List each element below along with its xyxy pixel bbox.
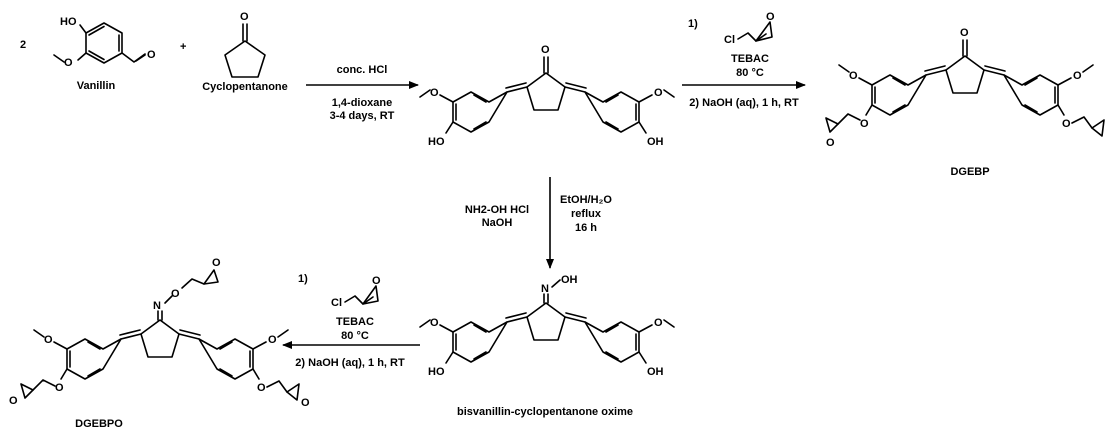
step4-epichlorohydrin: Cl O xyxy=(331,275,381,309)
svg-text:O: O xyxy=(766,11,775,23)
dgebpo-nitrogen: N xyxy=(153,300,161,312)
step1-conditions: 3-4 days, RT xyxy=(330,110,395,122)
step3-reflux: reflux xyxy=(571,208,602,220)
step3-time: 16 h xyxy=(575,222,597,234)
oxime-hydroxyl: OH xyxy=(561,274,578,286)
step4-catalyst: TEBAC xyxy=(336,316,374,328)
step1-solvent: 1,4-dioxane xyxy=(332,97,393,109)
dgebpo-label: DGEBPO xyxy=(75,418,123,430)
oxime-left-methoxy-oxygen: O xyxy=(430,317,439,329)
step2-temperature: 80 °C xyxy=(736,67,764,79)
intermediate-left-hydroxyl: HO xyxy=(428,136,445,148)
dgebp-left-methoxy-oxygen: O xyxy=(849,70,858,82)
intermediate-left-methoxy-oxygen: O xyxy=(430,87,439,99)
oxime-right-methoxy-oxygen: O xyxy=(654,317,663,329)
bisvanillin-cyclopentanone-structure: O O HO O OH xyxy=(419,44,675,148)
dgebp-left-epoxide-oxygen: O xyxy=(826,137,835,149)
oxime-right-hydroxyl: OH xyxy=(647,366,664,378)
step2-catalyst: TEBAC xyxy=(731,53,769,65)
step4-number-1: 1) xyxy=(298,273,308,285)
step4-base-conditions: 2) NaOH (aq), 1 h, RT xyxy=(295,357,405,369)
dgebp-right-ether-oxygen: O xyxy=(1062,118,1071,130)
step2-epichlorohydrin: Cl O xyxy=(724,11,775,46)
dgebp-right-methoxy-oxygen: O xyxy=(1073,70,1082,82)
vanillin-label: Vanillin xyxy=(77,80,116,92)
dgebpo-oxime-oxygen: O xyxy=(171,288,180,300)
dgebpo-right-methoxy-oxygen: O xyxy=(268,334,277,346)
dgebpo-left-epoxide-oxygen: O xyxy=(9,395,18,407)
dgebpo-right-ether-oxygen: O xyxy=(257,382,266,394)
intermediate-ketone-oxygen: O xyxy=(541,44,550,56)
vanillin-hydroxyl: HO xyxy=(60,16,77,28)
dgebp-label: DGEBP xyxy=(950,166,989,178)
vanillin-structure: HO O O xyxy=(53,16,156,69)
stoichiometric-coefficient: 2 xyxy=(20,39,26,51)
step2-number-1: 1) xyxy=(688,18,698,30)
svg-text:O: O xyxy=(372,275,381,287)
cyclopentanone-oxygen: O xyxy=(240,11,249,23)
dgebp-structure: O O O O O O xyxy=(825,27,1105,149)
cyclopentanone-label: Cyclopentanone xyxy=(202,81,288,93)
oxime-nitrogen: N xyxy=(541,283,549,295)
step4-temperature: 80 °C xyxy=(341,330,369,342)
dgebp-ketone-oxygen: O xyxy=(960,27,969,39)
dgebpo-structure: N O O O O O O O O xyxy=(9,257,310,409)
cyclopentanone-structure: O xyxy=(224,11,266,78)
step2-base-conditions: 2) NaOH (aq), 1 h, RT xyxy=(689,97,799,109)
dgebpo-top-epoxide-oxygen: O xyxy=(212,257,221,269)
oxime-left-hydroxyl: HO xyxy=(428,366,445,378)
step3-solvent: EtOH/H₂O xyxy=(560,194,612,206)
step1-reagent: conc. HCl xyxy=(337,64,388,76)
intermediate-right-hydroxyl: OH xyxy=(647,136,664,148)
dgebpo-left-methoxy-oxygen: O xyxy=(44,334,53,346)
intermediate-right-methoxy-oxygen: O xyxy=(654,87,663,99)
dgebp-left-ether-oxygen: O xyxy=(860,118,869,130)
vanillin-aldehyde-oxygen: O xyxy=(147,49,156,61)
vanillin-methoxy-oxygen: O xyxy=(64,57,73,69)
oxime-label: bisvanillin-cyclopentanone oxime xyxy=(457,406,633,418)
dgebpo-left-ether-oxygen: O xyxy=(55,382,64,394)
step3-reagent-2: NaOH xyxy=(482,217,513,229)
dgebpo-right-epoxide-oxygen: O xyxy=(301,397,310,409)
oxime-structure: N OH O HO O OH xyxy=(419,274,675,378)
svg-text:Cl: Cl xyxy=(331,297,342,309)
svg-text:Cl: Cl xyxy=(724,34,735,46)
plus-sign: + xyxy=(180,41,186,53)
step3-reagent-1: NH2-OH HCl xyxy=(465,204,529,216)
